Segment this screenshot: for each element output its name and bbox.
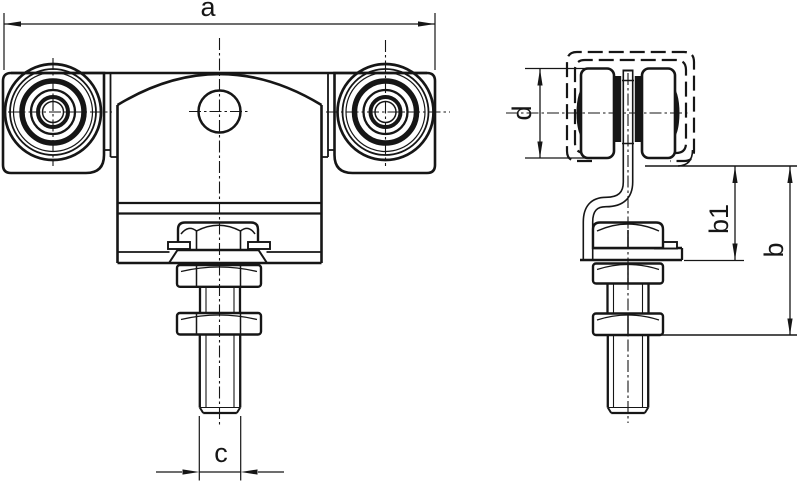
dimension-label-d: d: [507, 105, 537, 120]
rod-tip-chamfer: [198, 406, 242, 414]
dimension-d: [525, 67, 603, 159]
centerlines: [8, 38, 690, 427]
dimension-label-a: a: [200, 0, 216, 22]
washer-tab-right: [247, 241, 271, 250]
dimension-b1: [645, 165, 797, 262]
carrier-plate-left: [1, 71, 106, 175]
carrier-plate-right: [333, 71, 437, 175]
axle-bushing-right: [634, 76, 642, 142]
side-view: [565, 50, 696, 415]
hanger-strap: [582, 69, 634, 261]
head-flare: [168, 249, 268, 264]
body-sides: [116, 105, 323, 263]
bolt-assembly-front: [167, 221, 271, 415]
rail-profile: [565, 50, 696, 163]
threaded-rod-side: [606, 283, 650, 314]
threaded-rod-front: [198, 287, 242, 313]
dimension-label-c: c: [214, 438, 228, 468]
axle-bushing-left: [614, 76, 622, 142]
seat-plate: [580, 246, 682, 262]
bolt-assembly-side: [580, 221, 684, 415]
dimension-a: [3, 13, 436, 70]
dimension-label-b: b: [759, 242, 789, 257]
dimension-b: [662, 166, 797, 336]
dimension-c: [156, 416, 284, 481]
plate-step-lines: [104, 73, 335, 158]
dimension-label-b1: b1: [704, 204, 734, 234]
washer-tab-left: [167, 241, 191, 250]
